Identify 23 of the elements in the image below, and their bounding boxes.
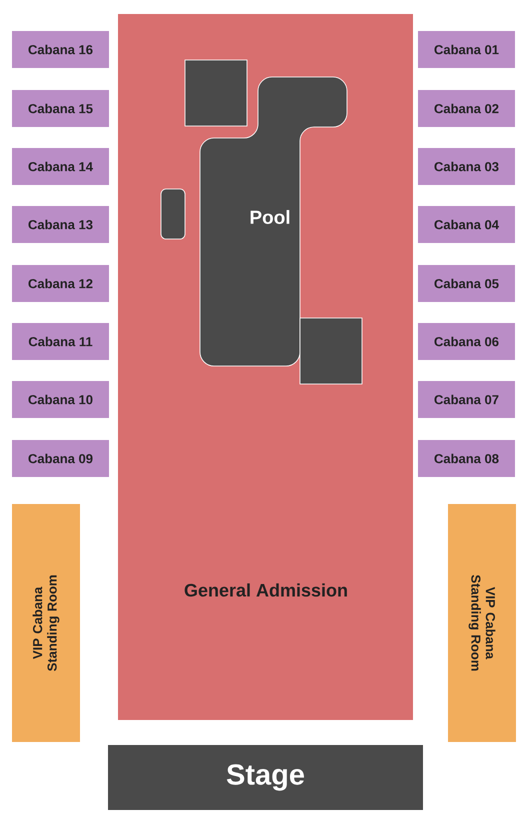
cabana-box: Cabana 15	[12, 90, 109, 128]
cabana-box: Cabana 12	[12, 265, 109, 302]
cabana-box: Cabana 11	[12, 323, 109, 360]
cabana-box: Cabana 14	[12, 148, 109, 186]
block	[184, 60, 248, 126]
cabana-box: Cabana 16	[12, 31, 109, 68]
cabana-box: Cabana 08	[418, 440, 515, 477]
block	[300, 318, 362, 384]
standing-room-area: VIP Cabana Standing Room	[12, 504, 80, 742]
cabana-box: Cabana 03	[418, 148, 515, 186]
standing-room-area: VIP Cabana Standing Room	[448, 504, 516, 742]
cabana-box: Cabana 07	[418, 381, 515, 418]
bar	[160, 188, 186, 240]
cabana-box: Cabana 06	[418, 323, 515, 360]
cabana-box: Cabana 10	[12, 381, 109, 418]
cabana-box: Cabana 04	[418, 206, 515, 243]
cabana-box: Cabana 02	[418, 90, 515, 128]
cabana-box: Cabana 05	[418, 265, 515, 302]
cabana-box: Cabana 13	[12, 206, 109, 243]
cabana-box: Cabana 09	[12, 440, 109, 477]
pool: Pool	[200, 76, 348, 366]
cabana-box: Cabana 01	[418, 31, 515, 68]
stage: Stage	[108, 745, 423, 810]
